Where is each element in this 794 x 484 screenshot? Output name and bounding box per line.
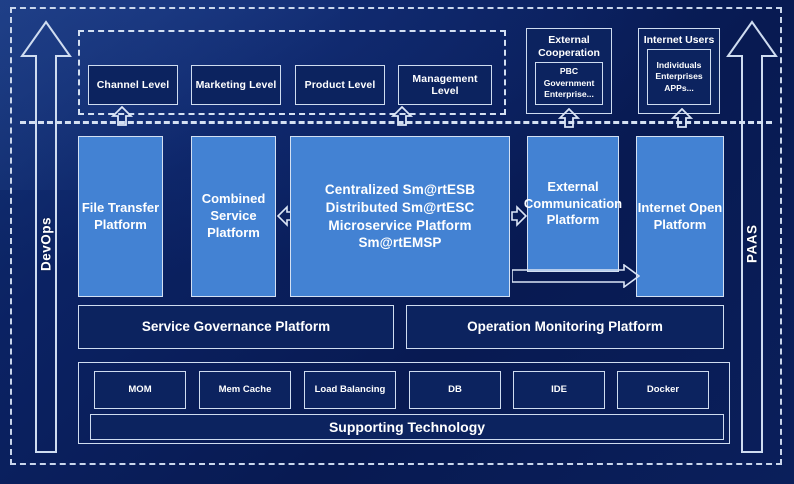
- operation-monitoring-platform[interactable]: Operation Monitoring Platform: [406, 305, 724, 349]
- level-box-management[interactable]: Management Level: [398, 65, 492, 105]
- platform-label: Combined Service Platform: [201, 191, 266, 240]
- internet-users-box[interactable]: Internet Users Individuals Enterprises A…: [638, 28, 720, 114]
- connector-up-arrow-internet-users: [670, 107, 694, 128]
- core-line-microservice: Microservice Platform Sm@rtEMSP: [328, 217, 472, 251]
- consumer-levels-group: [78, 30, 506, 115]
- governance-label: Service Governance Platform: [141, 319, 331, 335]
- level-box-marketing[interactable]: Marketing Level: [191, 65, 281, 105]
- level-label: Marketing Level: [195, 78, 277, 91]
- devops-rail-label: DevOps: [38, 216, 54, 272]
- level-label: Management Level: [412, 72, 478, 97]
- governance-label: Operation Monitoring Platform: [467, 319, 663, 335]
- outer-dashed-frame: [10, 7, 782, 465]
- level-box-product[interactable]: Product Level: [295, 65, 385, 105]
- internet-users-title: Internet Users: [643, 34, 715, 46]
- tech-box-docker[interactable]: Docker: [617, 371, 709, 409]
- platform-label: Internet Open Platform: [637, 199, 723, 232]
- platform-label: File Transfer Platform: [81, 199, 160, 232]
- internet-users-detail: Individuals Enterprises APPs...: [647, 49, 711, 105]
- paas-rail-label: PAAS: [744, 224, 760, 264]
- platform-external-communication[interactable]: External Communication Platform: [523, 136, 623, 272]
- platform-core-esb[interactable]: Centralized Sm@rtESB Distributed Sm@rtES…: [290, 136, 510, 297]
- supporting-technology-group: [78, 362, 730, 444]
- external-cooperation-box[interactable]: External Cooperation PBC Government Ente…: [526, 28, 612, 114]
- tech-label: MOM: [128, 384, 152, 396]
- platform-combined-service[interactable]: Combined Service Platform: [191, 136, 276, 297]
- external-cooperation-detail: PBC Government Enterprise...: [535, 62, 603, 105]
- supporting-technology-bar[interactable]: Supporting Technology: [90, 414, 724, 440]
- platform-label: External Communication Platform: [523, 178, 623, 228]
- arrow-core-to-internet-open-icon: [511, 263, 641, 293]
- core-line-centralized: Centralized Sm@rtESB: [324, 182, 476, 198]
- tech-box-ide[interactable]: IDE: [513, 371, 605, 409]
- external-cooperation-title: External Cooperation: [538, 34, 600, 60]
- tech-box-load-balancing[interactable]: Load Balancing: [304, 371, 396, 409]
- arrow-core-to-external-comm-icon: [511, 205, 528, 227]
- paas-rail: PAAS: [726, 18, 778, 456]
- level-label: Product Level: [304, 78, 376, 91]
- tech-label: Load Balancing: [314, 384, 386, 396]
- connector-up-arrow-channel: [110, 105, 134, 126]
- tech-box-mom[interactable]: MOM: [94, 371, 186, 409]
- level-label: Channel Level: [96, 78, 170, 91]
- core-line-distributed: Distributed Sm@rtESC: [325, 199, 475, 215]
- connector-up-arrow-external-cooperation: [557, 107, 581, 128]
- tech-box-db[interactable]: DB: [409, 371, 501, 409]
- layer-separator: [20, 121, 772, 124]
- connector-up-arrow-management: [390, 105, 414, 126]
- supporting-technology-label: Supporting Technology: [328, 419, 486, 435]
- service-governance-platform[interactable]: Service Governance Platform: [78, 305, 394, 349]
- platform-internet-open[interactable]: Internet Open Platform: [636, 136, 724, 297]
- devops-rail: DevOps: [20, 18, 72, 456]
- tech-label: IDE: [551, 384, 567, 396]
- platform-file-transfer[interactable]: File Transfer Platform: [78, 136, 163, 297]
- tech-label: Mem Cache: [218, 384, 272, 396]
- tech-label: DB: [448, 384, 462, 396]
- up-arrow-icon: [726, 20, 778, 453]
- tech-box-mem-cache[interactable]: Mem Cache: [199, 371, 291, 409]
- up-arrow-icon: [20, 20, 72, 453]
- level-box-channel[interactable]: Channel Level: [88, 65, 178, 105]
- tech-label: Docker: [646, 384, 680, 396]
